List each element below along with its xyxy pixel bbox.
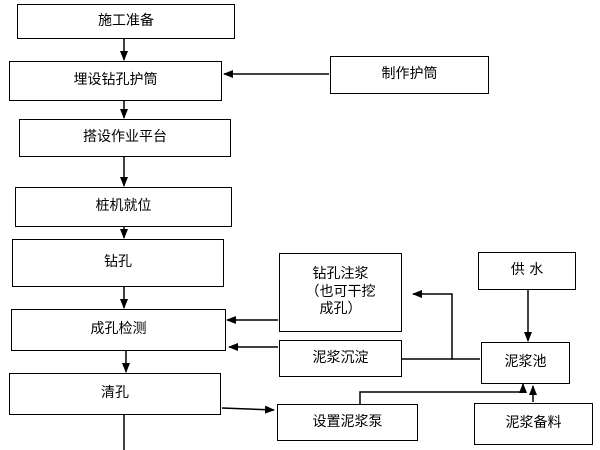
step-hole-inspection: 成孔检测 [11, 309, 226, 351]
step-mud-pump: 设置泥浆泵 [277, 404, 418, 441]
step-water-supply-label: 供 水 [510, 262, 544, 279]
arrow-clean-to-pump [221, 405, 275, 414]
step-drill-grouting: 钻孔注浆 （也可干挖 成孔） [279, 253, 402, 332]
drill-grouting-line-2: （也可干挖 [305, 283, 376, 300]
line-pump-to-pool [359, 383, 527, 404]
step-rig-position: 桩机就位 [15, 187, 232, 227]
step-mud-pool-label: 泥浆池 [504, 354, 547, 371]
step-work-platform: 搭设作业平台 [19, 119, 231, 157]
step-mud-pool: 泥浆池 [481, 342, 570, 384]
step-hole-inspection-label: 成孔检测 [90, 321, 147, 338]
step-mud-settling-label: 泥浆沉淀 [312, 349, 369, 366]
step-drilling-label: 钻孔 [104, 254, 132, 271]
step-hole-cleaning: 清孔 [9, 373, 221, 415]
step-bury-casing-label: 埋设钻孔护筒 [73, 72, 158, 89]
step-bury-casing: 埋设钻孔护筒 [9, 61, 222, 101]
drill-grouting-line-3: 成孔） [319, 301, 362, 318]
step-make-casing: 制作护筒 [330, 56, 489, 94]
step-work-platform-label: 搭设作业平台 [83, 129, 167, 146]
drill-grouting-line-1: 钻孔注浆 [312, 266, 369, 283]
step-mud-material: 泥浆备料 [474, 403, 593, 445]
step-make-casing-label: 制作护筒 [381, 66, 438, 83]
step-hole-cleaning-label: 清孔 [101, 385, 129, 402]
line-pool-to-grout [412, 290, 480, 360]
step-water-supply: 供 水 [478, 252, 576, 290]
step-mud-pump-label: 设置泥浆泵 [312, 413, 383, 430]
step-mud-settling: 泥浆沉淀 [279, 340, 402, 377]
step-construction-prep: 施工准备 [17, 4, 235, 39]
step-drilling: 钻孔 [12, 239, 224, 287]
step-rig-position-label: 桩机就位 [95, 198, 152, 215]
step-mud-material-label: 泥浆备料 [505, 415, 562, 432]
step-construction-prep-label: 施工准备 [98, 12, 154, 29]
